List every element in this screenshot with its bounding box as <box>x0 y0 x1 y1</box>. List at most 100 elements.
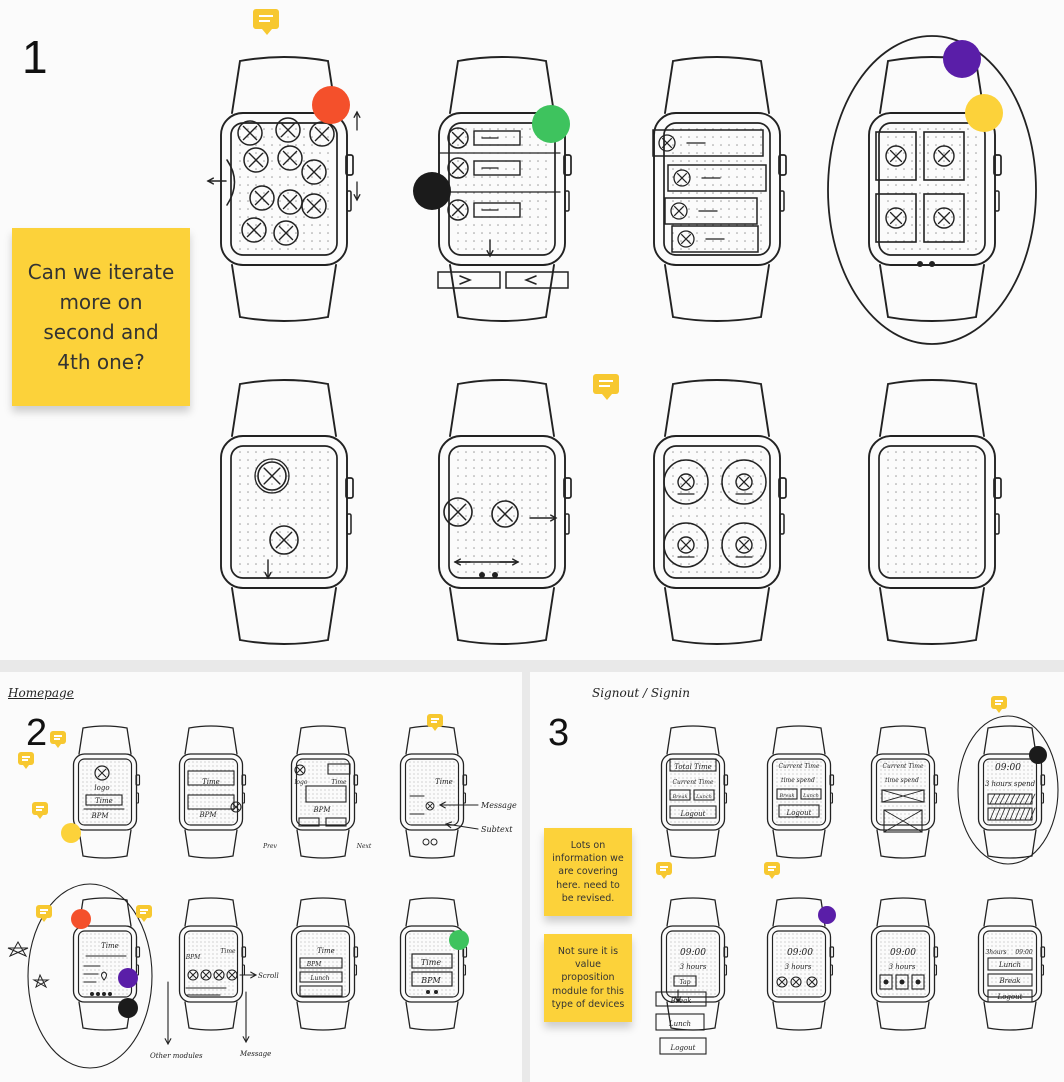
watch-side-button <box>346 190 352 212</box>
placeholder-cross <box>680 539 692 551</box>
page-dot <box>102 992 106 996</box>
sketch-ring <box>254 458 290 494</box>
watch-sketch <box>72 725 141 859</box>
section-number-3: 3 <box>548 712 570 754</box>
watch-side-button <box>1040 964 1045 976</box>
watch-crown <box>1040 774 1046 786</box>
label-time: Time <box>317 947 335 955</box>
screen-grid <box>186 933 236 995</box>
comment-icon[interactable] <box>32 802 48 819</box>
placeholder-circle <box>447 127 469 149</box>
placeholder-cross <box>449 503 467 521</box>
watch-strap-top <box>405 897 459 927</box>
watch-side-button <box>462 964 467 976</box>
watch-body <box>399 925 465 1003</box>
vote-dot-black <box>413 172 451 210</box>
placeholder-cross <box>242 125 258 141</box>
watch-crown <box>345 477 354 499</box>
watch-crown <box>135 946 141 958</box>
comment-icon[interactable] <box>593 374 619 400</box>
comment-icon[interactable] <box>253 9 279 35</box>
placeholder-cross <box>282 194 298 210</box>
placeholder-circle <box>670 202 688 220</box>
watch-strap-top <box>449 56 555 114</box>
watch-sketch <box>178 897 247 1031</box>
tile-circle <box>721 459 767 505</box>
hatch-line <box>1014 793 1021 805</box>
watch-body <box>72 925 138 1003</box>
comment-icon[interactable] <box>656 862 672 879</box>
placeholder-circle <box>94 765 110 781</box>
comment-icon[interactable] <box>50 731 66 748</box>
comment-icon[interactable] <box>18 752 34 769</box>
lunch-box <box>655 1013 705 1031</box>
hatched-box <box>881 789 925 803</box>
watch-strap-top <box>666 725 720 755</box>
watch-crown <box>241 774 247 786</box>
selection-ellipse <box>957 715 1059 865</box>
comment-icon[interactable] <box>427 714 443 731</box>
label-tap: Tap <box>680 979 691 986</box>
star-icon <box>7 940 29 958</box>
watch-strap-bottom <box>231 264 337 322</box>
time-box <box>85 794 123 806</box>
comment-icon[interactable] <box>991 696 1007 713</box>
label-time-spend: time spend <box>885 777 919 784</box>
label-clock: 09:00 <box>890 948 916 958</box>
watch-crown <box>829 774 835 786</box>
watch-strap-top <box>876 897 930 927</box>
comment-icon[interactable] <box>764 862 780 879</box>
watch-body <box>220 112 348 266</box>
lunch-box <box>987 957 1033 971</box>
arrow-head <box>486 250 494 258</box>
page-dot <box>434 990 438 994</box>
break-box <box>776 788 798 800</box>
watch-crown <box>345 154 354 176</box>
watch-strap-bottom <box>983 1001 1037 1031</box>
watch-strap-bottom <box>664 264 770 322</box>
watch-body <box>220 435 348 589</box>
heart-icon <box>101 971 107 981</box>
hatch-line <box>1024 793 1031 805</box>
label-logout: Logout <box>786 809 812 817</box>
comment-icon[interactable] <box>136 905 152 922</box>
arrow-head <box>512 558 520 566</box>
label-logo: logo <box>94 784 109 792</box>
screen-grid <box>878 933 928 995</box>
watch-sketch <box>766 725 835 859</box>
placeholder-cross <box>677 173 687 183</box>
watch-side-button <box>994 190 1000 212</box>
sketch-line <box>883 809 923 833</box>
watch-crown <box>353 946 359 958</box>
hatch-line <box>1009 807 1016 821</box>
watch-sketch <box>653 379 787 645</box>
watch-sketch <box>290 897 359 1031</box>
comment-icon[interactable] <box>36 905 52 922</box>
label-break: Break <box>671 794 687 800</box>
placeholder-circle <box>790 976 802 988</box>
watch-side-button <box>462 792 467 804</box>
next-box <box>325 817 347 827</box>
watch-strap-bottom <box>296 1001 350 1031</box>
icon-fill <box>915 979 921 985</box>
arrow-head <box>353 110 361 118</box>
watch-strap-bottom <box>78 829 132 859</box>
watch-strap-top <box>876 725 930 755</box>
watch-crown <box>933 946 939 958</box>
label-hours: 3 hours <box>785 963 812 971</box>
watch-screen <box>771 758 827 826</box>
placeholder-cross <box>248 152 264 168</box>
hatch-line <box>1029 793 1036 805</box>
label-clock-small: 09:00 <box>1015 949 1032 956</box>
placeholder-cross <box>738 476 750 488</box>
label-bpm: BPM <box>312 806 331 814</box>
placeholder-circle <box>277 145 303 171</box>
label-message: Message <box>480 801 517 810</box>
hatch-line <box>1019 807 1026 821</box>
label-lunch: Lunch <box>802 793 819 799</box>
placeholder-circle <box>885 207 907 229</box>
watch-strap-top <box>296 897 350 927</box>
placeholder-cross <box>278 225 294 241</box>
